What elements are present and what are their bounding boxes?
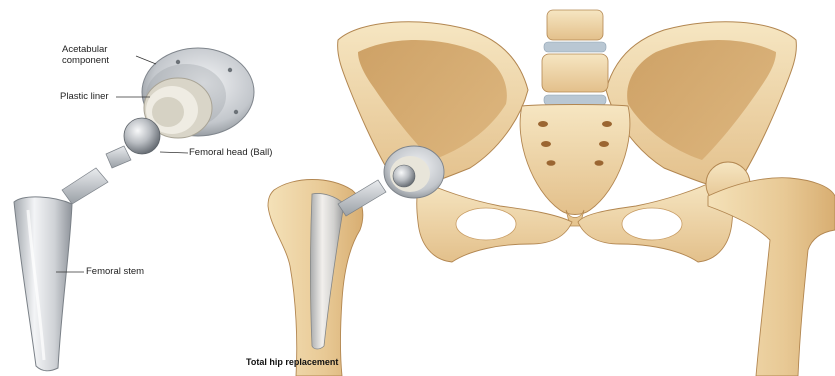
lumbar-vertebra [547,10,603,40]
implant-components [14,48,254,371]
spinal-disc [544,42,606,52]
head-leader [160,152,188,153]
acetabular-leader [136,56,156,64]
lumbar-vertebra-lower [542,54,608,92]
left-obturator-foramen [456,208,516,240]
sacrum [520,105,630,215]
plastic-liner-label: Plastic liner [60,91,109,102]
implanted-femoral-head [393,165,415,187]
pelvis-illustration [268,10,835,376]
acetabular-label-line2: component [62,55,109,66]
femoral-stem-label: Femoral stem [86,266,144,277]
femoral-head-ball [124,118,160,154]
femoral-head-label: Femoral head (Ball) [189,147,272,158]
right-obturator-foramen [622,208,682,240]
caption: Total hip replacement [246,357,338,367]
right-femur [708,178,835,376]
neck-taper [106,146,131,168]
acetabular-component-label: Acetabular component [62,44,109,66]
acetabular-label-line1: Acetabular [62,44,109,55]
stem-neck [62,168,108,204]
spinal-disc-lower [544,95,606,105]
